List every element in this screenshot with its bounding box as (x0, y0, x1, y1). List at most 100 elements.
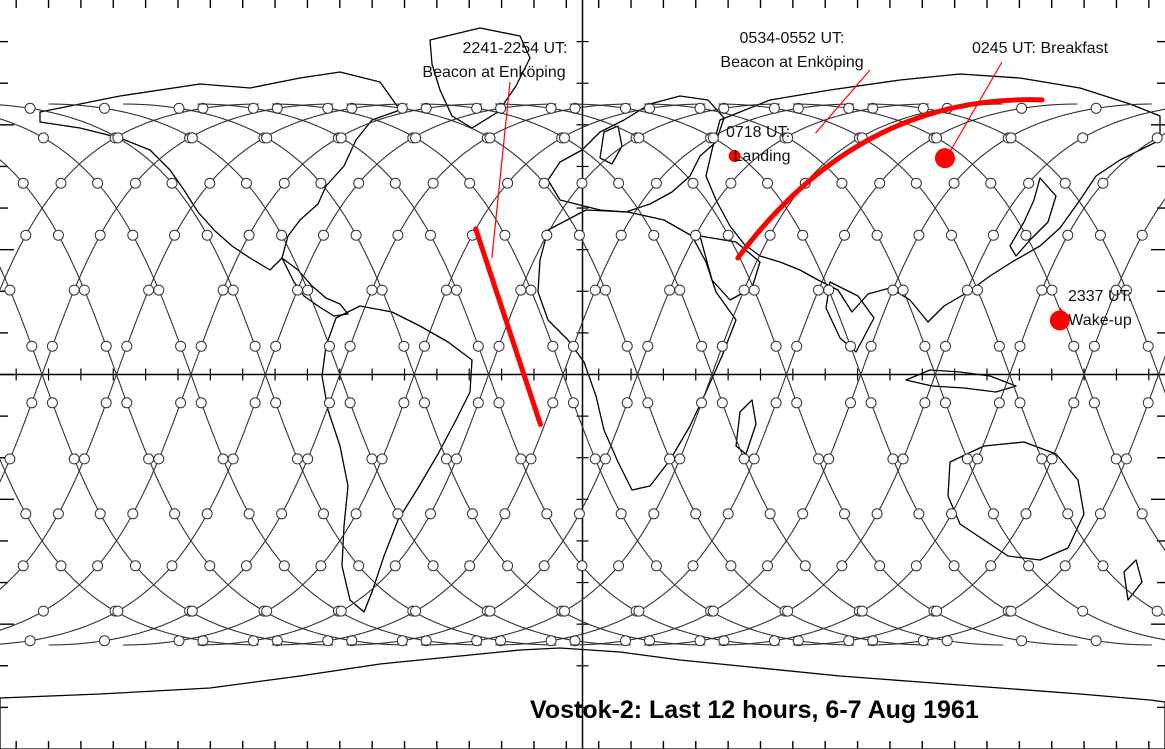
track-minute-marker (112, 132, 124, 144)
australia-outline (947, 441, 1085, 561)
track-minute-marker (270, 397, 282, 409)
track-minute-marker (68, 453, 80, 465)
track-minute-marker (823, 453, 835, 465)
track-minute-marker (240, 560, 252, 572)
orbit-track-line (0, 104, 557, 646)
track-minute-marker (948, 177, 960, 189)
track-minute-marker (276, 229, 288, 241)
track-minute-marker (770, 340, 782, 352)
track-minute-marker (24, 635, 36, 647)
track-minute-marker (1094, 229, 1106, 241)
track-minute-marker (791, 397, 803, 409)
track-minute-marker (515, 284, 527, 296)
track-minute-marker (186, 132, 198, 144)
track-minute-marker (1005, 605, 1017, 617)
track-minute-marker (770, 397, 782, 409)
track-minute-marker (887, 284, 899, 296)
north-america-outline (39, 71, 401, 271)
british-isles-outline (599, 125, 623, 165)
track-minute-marker (696, 340, 708, 352)
track-minute-marker (567, 397, 579, 409)
track-minute-marker (664, 453, 676, 465)
track-minute-marker (440, 453, 452, 465)
track-minute-marker (738, 284, 750, 296)
track-minute-marker (419, 340, 430, 352)
track-minute-marker (836, 560, 848, 572)
track-minute-marker (913, 229, 925, 241)
track-minute-marker (946, 229, 957, 241)
leader-beacon-1 (491, 81, 511, 259)
track-minute-marker (1005, 132, 1017, 144)
track-minute-marker (696, 397, 708, 409)
track-minute-marker (1068, 340, 1080, 352)
track-minute-marker (1120, 453, 1132, 465)
orbit-track-line (122, 103, 706, 646)
track-minute-marker (499, 508, 511, 520)
orbit-ground-tracks (0, 102, 1165, 647)
track-minute-marker (451, 453, 462, 465)
track-minute-marker (166, 177, 178, 189)
track-minute-marker (270, 340, 282, 352)
track-minute-marker (613, 177, 625, 189)
track-minute-marker (276, 508, 288, 520)
track-minute-marker (782, 132, 794, 144)
track-minute-marker (664, 284, 676, 296)
event-marker-landing (728, 150, 741, 163)
track-minute-marker (748, 284, 760, 296)
track-minute-marker (1014, 397, 1026, 409)
track-minute-marker (127, 508, 139, 520)
track-minute-marker (674, 284, 686, 296)
track-minute-marker (1110, 453, 1122, 465)
track-minute-marker (427, 177, 439, 189)
track-minute-marker (166, 560, 178, 572)
track-minute-marker (464, 177, 476, 189)
track-minute-marker (302, 453, 314, 465)
track-minute-marker (589, 284, 601, 296)
annotation-beacon-2: 0534-0552 UT: Beacon at Enköping (720, 30, 863, 71)
track-minute-marker (419, 397, 430, 409)
track-minute-marker (92, 560, 104, 572)
track-minute-marker (493, 340, 505, 352)
track-minute-marker (1046, 284, 1058, 296)
track-minute-marker (615, 229, 627, 241)
track-minute-marker (559, 132, 570, 144)
track-minute-marker (17, 177, 29, 189)
track-minute-marker (764, 229, 776, 241)
track-minute-marker (392, 508, 404, 520)
track-minute-marker (987, 229, 999, 241)
track-minute-marker (559, 605, 570, 617)
track-minute-marker (985, 177, 997, 189)
track-minute-marker (143, 453, 155, 465)
track-minute-marker (201, 508, 213, 520)
track-minute-marker (322, 102, 334, 114)
track-minute-marker (865, 397, 877, 409)
track-minute-marker (1016, 102, 1028, 114)
track-minute-marker (94, 508, 106, 520)
track-minute-marker (466, 508, 478, 520)
track-minute-marker (972, 284, 983, 296)
track-minute-marker (4, 284, 16, 296)
event-marker-breakfast (934, 148, 955, 169)
track-minute-marker (121, 340, 133, 352)
track-minute-marker (650, 177, 662, 189)
track-minute-marker (17, 560, 29, 572)
annotation-wakeup-text: Wake-up (1068, 312, 1132, 329)
track-minute-marker (547, 397, 559, 409)
orbit-track-line (271, 103, 855, 646)
track-minute-marker (716, 397, 728, 409)
event-markers (728, 148, 1070, 331)
track-minute-marker (690, 229, 702, 241)
track-minute-marker (1088, 397, 1100, 409)
track-minute-marker (1046, 453, 1058, 465)
track-minute-marker (1094, 508, 1106, 520)
track-minute-marker (1142, 397, 1154, 409)
track-minute-marker (1088, 340, 1100, 352)
track-minute-marker (410, 605, 422, 617)
track-minute-marker (648, 508, 660, 520)
track-minute-marker (620, 102, 631, 114)
track-minute-marker (538, 177, 550, 189)
track-minute-marker (843, 102, 855, 114)
track-minute-marker (204, 177, 216, 189)
